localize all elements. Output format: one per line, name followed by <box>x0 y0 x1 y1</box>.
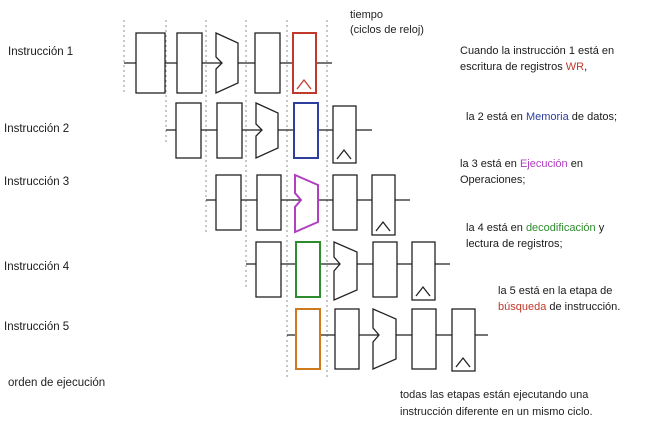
note-5-line-2: búsqueda de instrucción. <box>498 299 620 315</box>
decode-stage <box>216 102 243 159</box>
memory-stage <box>332 174 358 231</box>
writeback-clock-mark <box>375 220 391 232</box>
alu-stage <box>255 101 279 160</box>
summary-line-2: instrucción diferente en un mismo ciclo. <box>400 406 593 418</box>
note-4-line-2: lectura de registros; <box>466 238 563 250</box>
note-instruction-2: la 2 está en Memoria de datos; <box>466 109 617 125</box>
writeback-stage <box>451 308 476 372</box>
decode-stage <box>256 174 282 231</box>
row-instruction-3 <box>206 173 410 236</box>
note-2-text: la 2 está en <box>466 111 526 123</box>
note-4-post: y <box>595 222 605 234</box>
note-instruction-5: la 5 está en la etapa de búsqueda de ins… <box>498 283 620 315</box>
execution-order-label: orden de ejecución <box>8 377 106 389</box>
memory-stage <box>293 102 319 159</box>
fetch-stage <box>135 32 166 94</box>
summary-note: todas las etapas están ejecutando una in… <box>400 387 593 421</box>
fetch-stage <box>295 308 321 370</box>
row-instruction-1 <box>124 31 332 95</box>
instruction-5-label: Instrucción 5 <box>4 321 70 333</box>
instruction-2-label: Instrucción 2 <box>4 123 70 135</box>
instruction-3-label: Instrucción 3 <box>4 176 70 188</box>
note-1-text: escritura de registros <box>460 61 566 73</box>
row-instruction-2 <box>166 101 372 164</box>
writeback-clock-mark <box>455 356 471 368</box>
fetch-stage <box>215 174 242 231</box>
note-instruction-4: la 4 está en decodificación y lectura de… <box>466 220 604 252</box>
alu-stage <box>333 241 358 301</box>
summary-line-1: todas las etapas están ejecutando una <box>400 389 589 401</box>
note-4-line-1: la 4 está en decodificación y <box>466 220 604 236</box>
instruction-1-label: Instrucción 1 <box>8 46 74 58</box>
alu-stage <box>294 173 319 234</box>
note-4-highlight: decodificación <box>525 222 596 234</box>
writeback-stage <box>411 241 436 301</box>
writeback-stage <box>371 174 396 236</box>
note-3-highlight: Ejecución <box>519 158 568 170</box>
clock-cycles-label: (ciclos de reloj) <box>350 24 424 36</box>
note-1-post: , <box>584 61 588 73</box>
row-instruction-4 <box>246 241 450 301</box>
memory-stage <box>372 241 398 298</box>
note-2-post: de datos; <box>568 111 618 123</box>
note-1-line-2: escritura de registros WR, <box>460 59 614 75</box>
fetch-stage <box>255 241 282 298</box>
note-3-line-2: Operaciones; <box>460 174 526 186</box>
note-1-line-1: Cuando la instrucción 1 está en <box>460 45 615 57</box>
writeback-clock-mark <box>336 148 352 160</box>
memory-stage <box>254 32 281 94</box>
writeback-clock-mark <box>415 285 431 297</box>
writeback-stage <box>292 32 317 94</box>
decode-stage <box>334 308 360 370</box>
note-1-highlight: WR <box>565 61 585 73</box>
fetch-stage <box>175 102 202 159</box>
note-instruction-3: la 3 está en Ejecución en Operaciones; <box>460 156 583 188</box>
note-5-post: de instrucción. <box>546 301 621 313</box>
alu-stage <box>372 308 397 370</box>
time-label: tiempo <box>350 9 384 21</box>
decode-stage <box>295 241 321 298</box>
note-3-post: en <box>567 158 583 170</box>
note-instruction-1: Cuando la instrucción 1 está en escritur… <box>460 43 614 75</box>
alu-stage <box>215 31 239 95</box>
writeback-clock-mark <box>296 78 312 90</box>
note-3-text: la 3 está en <box>460 158 520 170</box>
time-axis-label: tiempo (ciclos de reloj) <box>350 8 424 38</box>
instruction-4-label: Instrucción 4 <box>4 261 70 273</box>
writeback-stage <box>332 105 357 164</box>
memory-stage <box>411 308 437 370</box>
note-5-line-1: la 5 está en la etapa de <box>498 285 613 297</box>
note-2-highlight: Memoria <box>525 111 569 123</box>
decode-stage <box>176 32 203 94</box>
note-4-text: la 4 está en <box>466 222 526 234</box>
row-instruction-5 <box>287 308 488 372</box>
note-5-highlight: búsqueda <box>498 301 547 313</box>
note-3-line-1: la 3 está en Ejecución en <box>460 156 583 172</box>
